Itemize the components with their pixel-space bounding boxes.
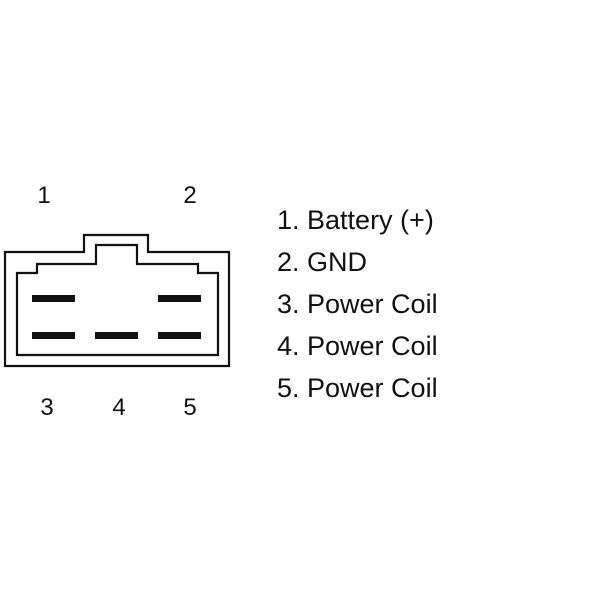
pin-contact-1 xyxy=(32,295,75,302)
legend-item-5: 5. Power Coil xyxy=(277,373,438,403)
pin-label-1: 1 xyxy=(37,182,50,209)
pin-contact-3 xyxy=(32,332,75,339)
pin-label-4: 4 xyxy=(112,394,125,421)
connector-housing-outer xyxy=(3,233,231,368)
legend-item-3: 3. Power Coil xyxy=(277,289,438,319)
connector-housing-inner xyxy=(15,243,220,357)
pin-label-3: 3 xyxy=(40,394,53,421)
legend-item-4: 4. Power Coil xyxy=(277,331,438,361)
pin-contact-4 xyxy=(95,332,138,339)
legend-item-2: 2. GND xyxy=(277,247,368,277)
pin-label-5: 5 xyxy=(183,394,196,421)
legend-item-1: 1. Battery (+) xyxy=(277,205,434,235)
pin-contact-5 xyxy=(158,332,201,339)
pin-label-2: 2 xyxy=(183,182,196,209)
pin-contact-2 xyxy=(158,295,201,302)
pin-legend: 1. Battery (+) 2. GND 3. Power Coil 4. P… xyxy=(277,199,438,409)
